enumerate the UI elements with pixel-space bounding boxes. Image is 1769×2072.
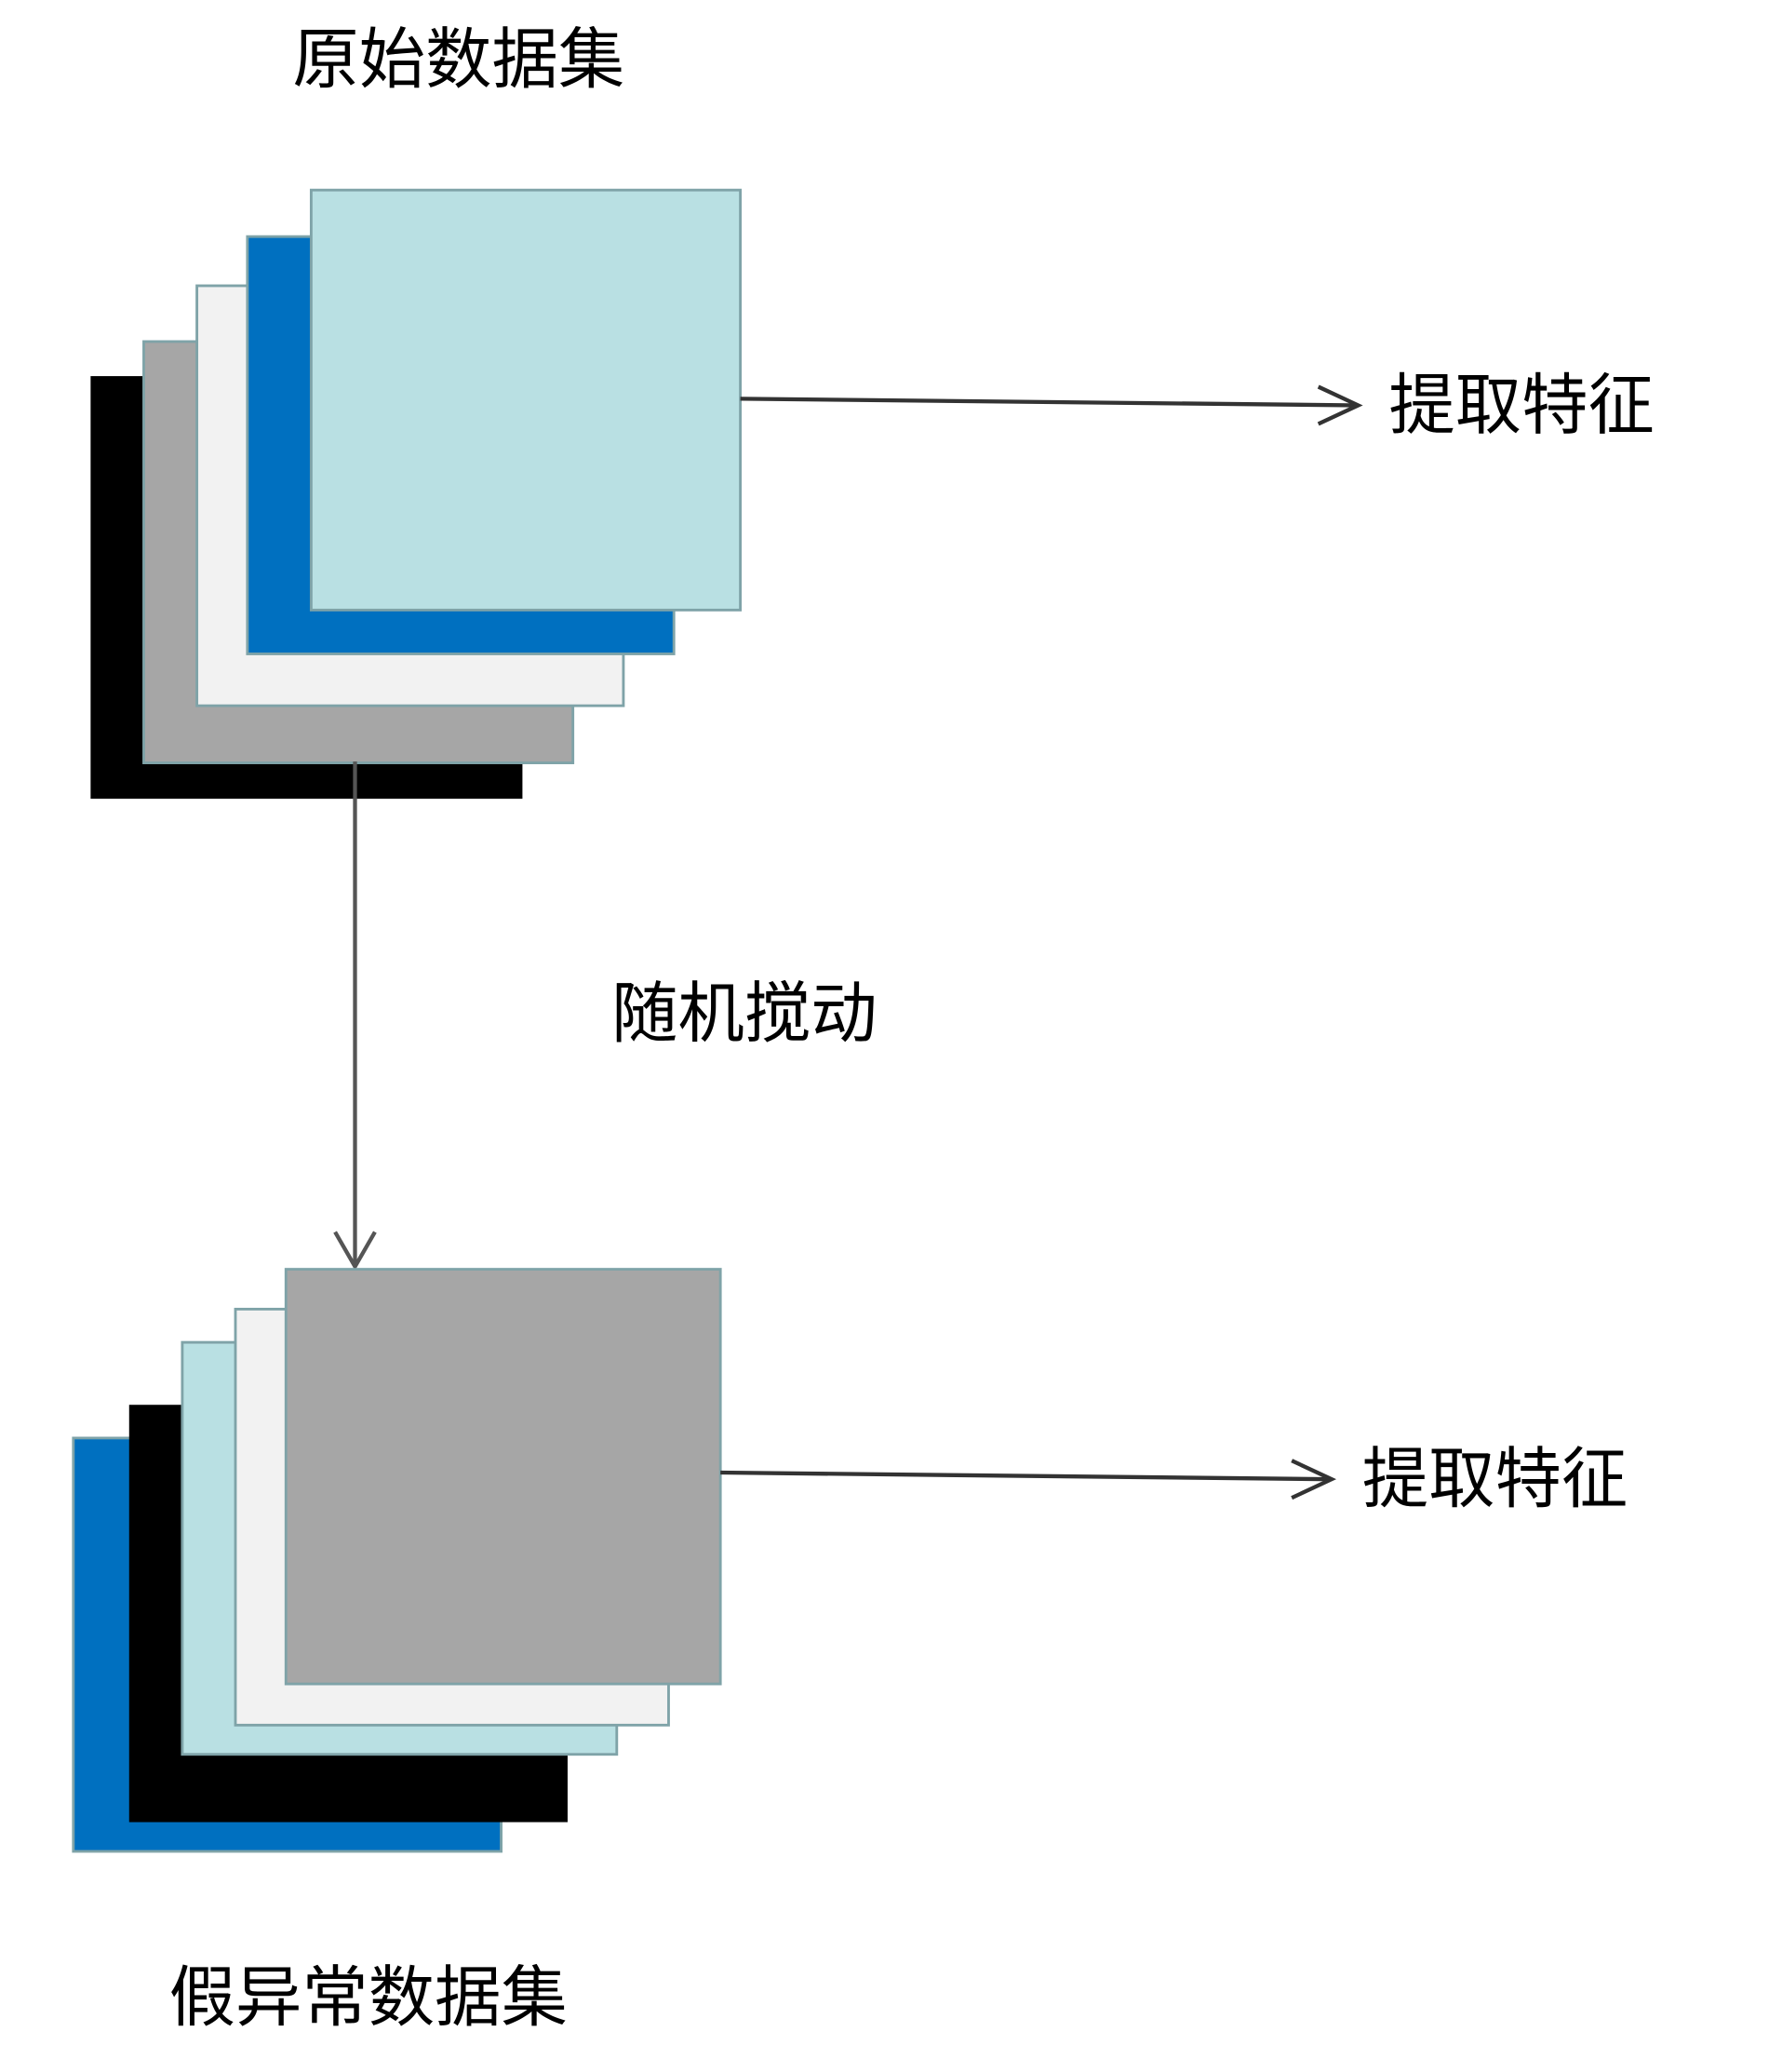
original-dataset-stack (90, 188, 743, 800)
fake-anomaly-dataset-stack (72, 1268, 722, 1853)
original-dataset-label: 原始数据集 (292, 21, 624, 99)
random-perturb-label: 随机搅动 (611, 975, 878, 1053)
fake-anomaly-dataset-label: 假异常数据集 (169, 1958, 568, 2036)
perturb-arrow (333, 761, 377, 1271)
extract-features-label-top: 提取特征 (1388, 367, 1655, 444)
extract-features-label-bottom: 提取特征 (1362, 1440, 1628, 1517)
extract-arrow-top (740, 384, 1363, 426)
extract-arrow-bottom (720, 1459, 1337, 1500)
sheet-gray (284, 1268, 722, 1686)
sheet-light-blue (309, 188, 743, 612)
